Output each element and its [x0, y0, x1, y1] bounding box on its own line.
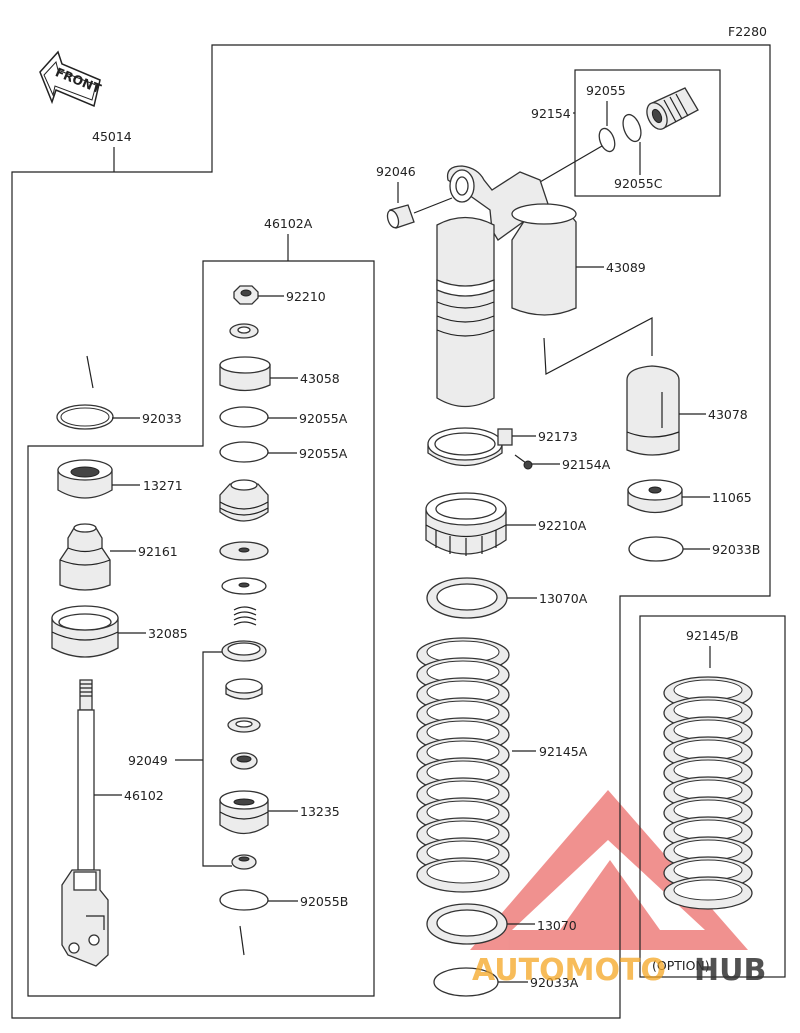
label-92173: 92173 [538, 429, 578, 444]
adjuster-92154 [646, 87, 699, 130]
svg-text:HUB: HUB [694, 953, 766, 988]
main-assembly-outline [11, 44, 771, 1019]
label-92055A-2: 92055A [299, 446, 348, 461]
label-92055A-1: 92055A [299, 411, 348, 426]
spring-coil-inner [426, 860, 500, 884]
o-ring-92055B [219, 889, 269, 911]
shim-5 [227, 717, 261, 733]
bushing-92046 [386, 204, 415, 229]
o-ring-92055A-2 [219, 441, 269, 463]
label-92033: 92033 [142, 411, 182, 426]
shim-7 [231, 854, 257, 870]
figure-code: F2280 [728, 24, 767, 39]
spring-coil-inner [673, 879, 743, 901]
spring-92145A [416, 637, 510, 893]
shim-3 [221, 640, 267, 662]
label-46102A: 46102A [264, 216, 313, 231]
shim-1 [219, 541, 269, 561]
svg-text:AUTOMOTO: AUTOMOTO [472, 953, 666, 988]
shim-4 [225, 678, 263, 700]
label-92161: 92161 [138, 544, 178, 559]
label-92046: 92046 [376, 164, 416, 179]
seat-13070 [426, 903, 508, 945]
label-92055C: 92055C [614, 176, 663, 191]
front-arrow-icon: FRONT [39, 50, 104, 108]
label-92210: 92210 [286, 289, 326, 304]
shim-2 [221, 577, 267, 595]
label-46102: 46102 [124, 788, 164, 803]
shim-6 [230, 752, 258, 770]
sub-assembly-46102A-outline [27, 260, 375, 997]
label-92154: 92154 [531, 106, 571, 121]
label-92210A: 92210A [538, 518, 587, 533]
label-92145B: 92145/B [686, 628, 739, 643]
bolt-92154A [514, 454, 533, 470]
spring-small [233, 606, 257, 626]
label-92055: 92055 [586, 83, 626, 98]
cap-11065 [627, 479, 683, 514]
watermark-text: AUTOMOTO HUB [472, 953, 766, 988]
clamp-92173 [427, 427, 513, 467]
option-label: (OPTION) [652, 958, 710, 973]
label-13070A: 13070A [539, 591, 588, 606]
bladder-43078 [626, 365, 680, 456]
label-13070: 13070 [537, 918, 577, 933]
label-43058: 43058 [300, 371, 340, 386]
snap-ring-92033B [628, 536, 684, 562]
option-spring-outline [639, 615, 786, 978]
o-ring-92055A-1 [219, 406, 269, 428]
part-46102 [61, 679, 109, 967]
snap-ring-92033 [56, 404, 114, 430]
o-ring-92055 [598, 127, 616, 153]
nut-92210A [425, 492, 507, 556]
label-45014: 45014 [92, 129, 132, 144]
label-43078: 43078 [708, 407, 748, 422]
label-92033A: 92033A [530, 975, 579, 990]
label-13235: 13235 [300, 804, 340, 819]
label-92154A: 92154A [562, 457, 611, 472]
shock-body-43089 [436, 165, 577, 408]
part-13271 [57, 459, 113, 499]
label-13271: 13271 [143, 478, 183, 493]
part-13235 [219, 790, 269, 835]
washer-1 [229, 323, 259, 339]
label-11065: 11065 [712, 490, 752, 505]
sub-assembly-92154-outline [574, 69, 721, 197]
watermark-triangle-inner [560, 860, 660, 930]
label-43089: 43089 [606, 260, 646, 275]
part-92161 [59, 523, 111, 591]
label-92033B: 92033B [712, 542, 760, 557]
spring-92145B-option [663, 676, 753, 910]
part-32085 [51, 605, 119, 658]
seat-13070A [426, 577, 508, 619]
o-ring-92055C [622, 113, 642, 143]
part-92210-nut [233, 285, 259, 305]
label-92145A: 92145A [539, 744, 588, 759]
label-92049: 92049 [128, 753, 168, 768]
part-43058 [219, 356, 271, 392]
label-92055B: 92055B [300, 894, 348, 909]
label-32085: 32085 [148, 626, 188, 641]
piston [219, 479, 269, 522]
